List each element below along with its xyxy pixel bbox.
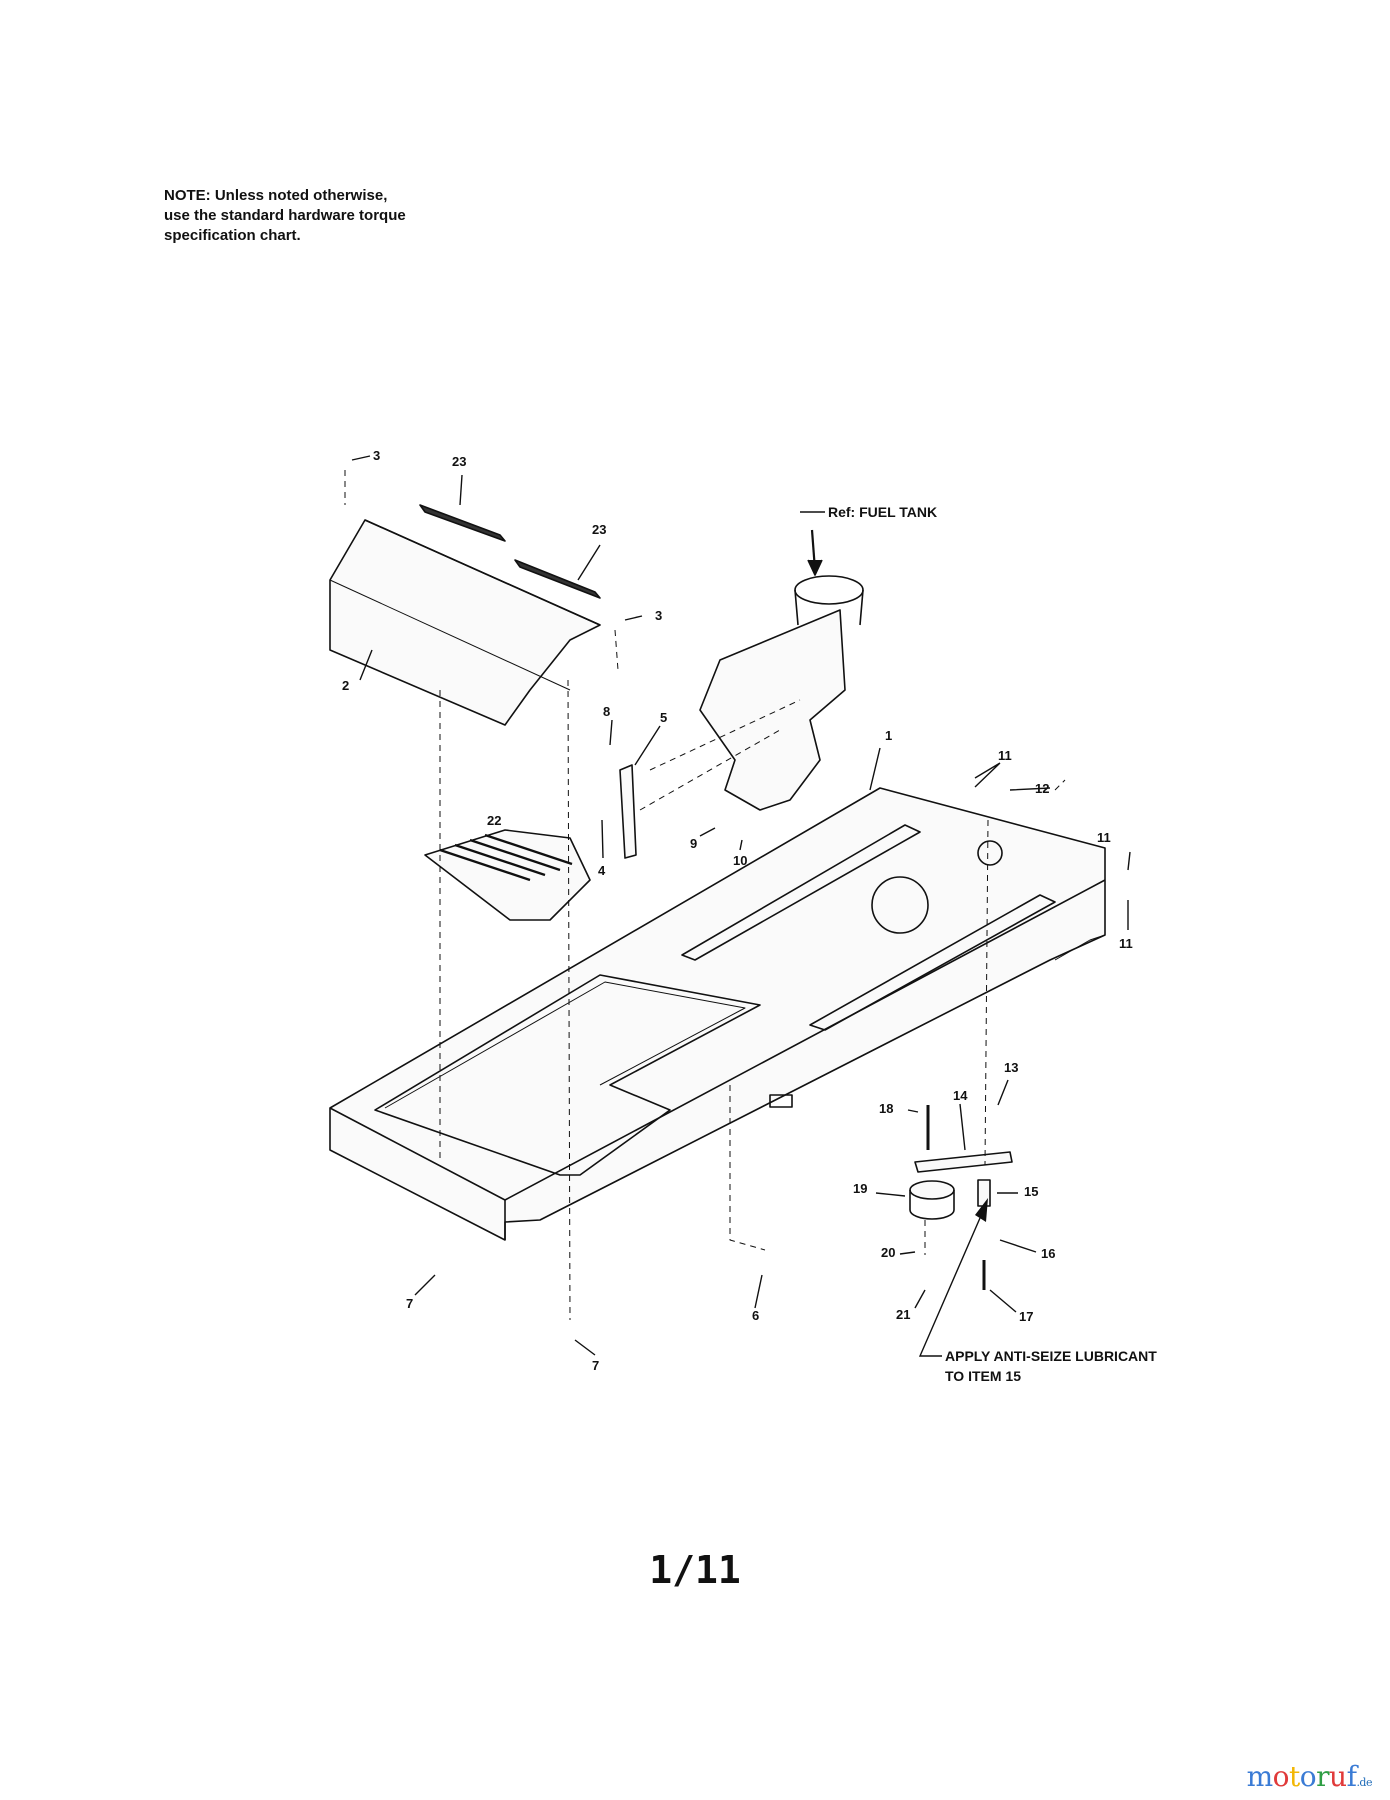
- callout-5: 5: [660, 710, 667, 725]
- pulley-part: [909, 1180, 955, 1220]
- watermark-letter: o: [1272, 1760, 1290, 1793]
- watermark-letters: motoruf: [1247, 1760, 1357, 1793]
- callout-7a: 7: [406, 1296, 413, 1311]
- note-line-1: NOTE: Unless noted otherwise,: [164, 187, 388, 204]
- idler-arm-part: [914, 1151, 1013, 1173]
- callout-7b: 7: [592, 1358, 599, 1373]
- watermark-letter: r: [1316, 1760, 1330, 1793]
- callout-22: 22: [487, 813, 501, 828]
- lubricant-instruction-line-1: APPLY ANTI-SEIZE LUBRICANT: [945, 1348, 1157, 1364]
- callout-10: 10: [733, 853, 747, 868]
- callout-11c: 11: [1119, 936, 1133, 951]
- callout-23a: 23: [452, 454, 466, 469]
- bracket-part: [619, 764, 637, 859]
- callout-16: 16: [1041, 1246, 1055, 1261]
- callout-21: 21: [896, 1307, 910, 1322]
- callout-18: 18: [879, 1101, 893, 1116]
- fuel-tank-part: [699, 529, 864, 811]
- callout-9: 9: [690, 836, 697, 851]
- cover-panel-part: [329, 519, 601, 726]
- note-line-3: specification chart.: [164, 227, 301, 244]
- fuel-tank-reference-label: Ref: FUEL TANK: [828, 504, 937, 520]
- watermark-letter: u: [1329, 1760, 1347, 1793]
- callout-14: 14: [953, 1088, 968, 1103]
- callout-4: 4: [598, 863, 606, 878]
- callout-8: 8: [603, 704, 610, 719]
- spacer-part: [977, 1179, 991, 1207]
- decal-part-a: [419, 504, 506, 542]
- callout-11a: 11: [998, 748, 1012, 763]
- lubricant-instruction-line-2: TO ITEM 15: [945, 1368, 1021, 1384]
- callout-20: 20: [881, 1245, 895, 1260]
- note-line-2: use the standard hardware torque: [164, 207, 406, 224]
- page-number: 1/11: [649, 1548, 741, 1592]
- frame-part: [329, 787, 1106, 1241]
- floor-mat-part: [424, 829, 591, 921]
- callout-2: 2: [342, 678, 349, 693]
- decal-part-b: [514, 559, 601, 599]
- callout-6: 6: [752, 1308, 759, 1323]
- callout-15: 15: [1024, 1184, 1038, 1199]
- callout-19: 19: [853, 1181, 867, 1196]
- callout-3a: 3: [373, 448, 380, 463]
- watermark-suffix: .de: [1356, 1776, 1372, 1789]
- callout-1: 1: [885, 728, 892, 743]
- callout-17: 17: [1019, 1309, 1033, 1324]
- watermark-letter: o: [1299, 1760, 1317, 1793]
- torque-note: NOTE: Unless noted otherwise, use the st…: [164, 186, 484, 246]
- callout-3b: 3: [655, 608, 662, 623]
- watermark-letter: f: [1346, 1760, 1357, 1793]
- parts-diagram: 1 2 3 3 4 5 6 7 7 8 9 10 11 11 11 12 13 …: [329, 448, 1157, 1384]
- callout-13: 13: [1004, 1060, 1018, 1075]
- watermark-letter: t: [1289, 1760, 1300, 1793]
- callout-11b: 11: [1097, 830, 1111, 845]
- watermark-logo: motoruf.de: [1247, 1760, 1373, 1793]
- callout-23b: 23: [592, 522, 606, 537]
- watermark-letter: m: [1246, 1760, 1274, 1793]
